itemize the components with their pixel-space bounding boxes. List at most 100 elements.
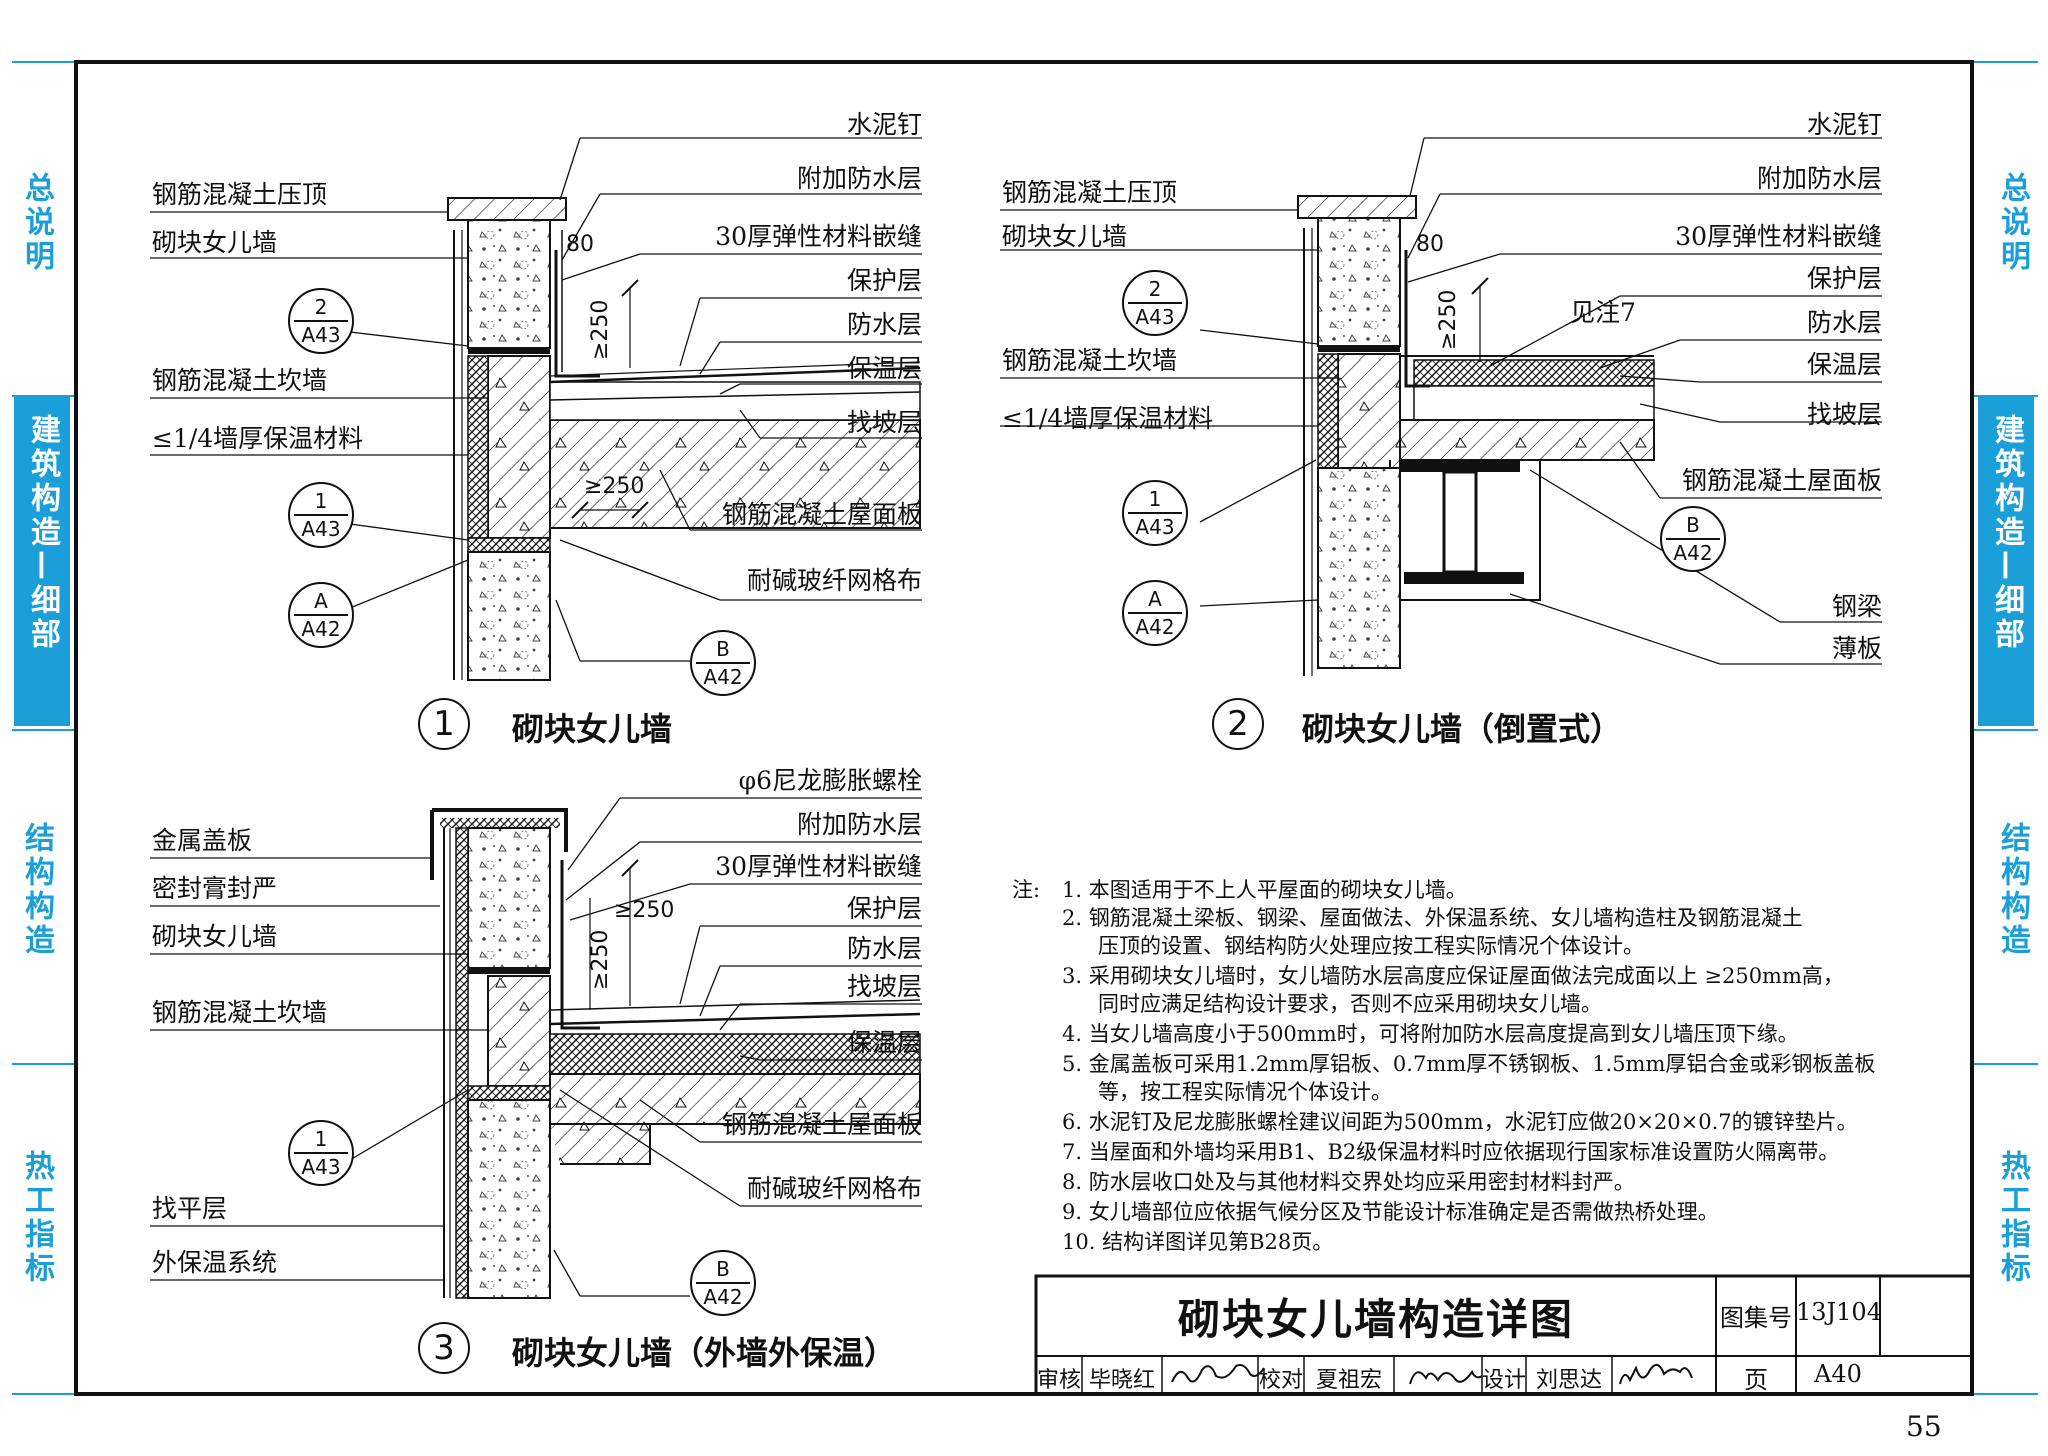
signature-designer [1619,1363,1693,1385]
label: ≤1/4墙厚保温材料 [1002,404,1214,433]
label: 找坡层 [846,408,922,437]
page-label: 页 [1744,1366,1768,1394]
ref-num: A [314,589,328,613]
side-tab-label: 热工指标 [19,1150,54,1286]
side-tab-label: 建筑构造—细部 [1989,414,2024,652]
signature-checker [1409,1370,1483,1385]
note-line: 1. 本图适用于不上人平屋面的砌块女儿墙。 [1062,878,1467,902]
side-tab-right-2[interactable]: 建筑构造—细部 [1978,396,2034,726]
note-line: 同时应满足结构设计要求，否则不应采用砌块女儿墙。 [1098,992,1602,1016]
label: 找坡层 [846,972,922,1001]
detail-3-drawing [430,808,921,1299]
note-reference: 见注7 [1570,298,1636,327]
ref-num: 1 [314,1127,328,1151]
label: 附加防水层 [796,164,922,193]
label: 30厚弹性材料嵌缝 [1675,222,1882,251]
ref-sheet: A42 [703,665,743,689]
label: 防水层 [846,310,922,339]
ref-sheet: A42 [301,617,341,641]
label: 钢筋混凝土压顶 [1002,178,1178,207]
label: 钢筋混凝土屋面板 [721,500,922,529]
note-line: 4. 当女儿墙高度小于500mm时，可将附加防水层高度提高到女儿墙压顶下缘。 [1062,1022,1799,1046]
side-tab-left-4[interactable]: 热工指标 [8,1150,64,1310]
note-line: 6. 水泥钉及尼龙膨胀螺栓建议间距为500mm，水泥钉应做20×20×0.7的镀… [1062,1110,1858,1134]
ref-sheet: A43 [1135,515,1175,539]
label: 附加防水层 [796,810,922,839]
ref-sheet: A43 [301,517,341,541]
dimension: 80 [566,232,594,257]
label: 薄板 [1831,634,1882,663]
signature-reviewer [1171,1364,1265,1383]
detail-ref-bubble[interactable]: A A42 [288,582,354,648]
label: 保护层 [846,266,922,295]
label: 水泥钉 [1806,110,1882,139]
designer-name: 刘思达 [1535,1368,1602,1393]
label: 砌块女儿墙 [1002,222,1128,251]
detail-1-drawing [447,197,921,681]
label: 砌块女儿墙 [152,922,278,951]
ref-sheet: A43 [1135,305,1175,329]
label: 密封膏封严 [152,874,278,903]
label: 30厚弹性材料嵌缝 [715,852,922,881]
detail-title: 砌块女儿墙 [512,710,673,748]
reviewer-name: 毕晓红 [1088,1368,1155,1393]
side-tab-right-1[interactable]: 总说明 [1984,172,2040,292]
note-line: 2. 钢筋混凝土梁板、钢梁、屋面做法、外保温系统、女儿墙构造柱及钢筋混凝土 [1062,906,1803,930]
side-tab-right-3[interactable]: 结构构造 [1984,822,2040,982]
drawing-title: 砌块女儿墙构造详图 [1177,1295,1574,1344]
ref-num: A [1148,587,1162,611]
note-line: 5. 金属盖板可采用1.2mm厚铝板、0.7mm厚不锈钢板、1.5mm厚铝合金或… [1062,1052,1876,1076]
note-line: 压顶的设置、钢结构防火处理应按工程实际情况个体设计。 [1098,934,1644,958]
label: 保护层 [846,894,922,923]
ref-sheet: A43 [301,1155,341,1179]
label: ≤1/4墙厚保温材料 [152,424,364,453]
side-tab-label: 热工指标 [1995,1150,2030,1286]
side-tab-left-1[interactable]: 总说明 [8,172,64,292]
label: 附加防水层 [1756,164,1882,193]
side-tab-label: 建筑构造—细部 [25,414,60,652]
label: 钢筋混凝土坎墙 [152,998,328,1027]
detail-1-leaders [150,137,922,662]
note-line: 8. 防水层收口处及与其他材料交界处均应采用密封材料封严。 [1062,1170,1635,1194]
label: 保温层 [846,354,922,383]
design-label: 设计 [1482,1368,1527,1393]
label: 钢筋混凝土压顶 [152,180,328,209]
checker-name: 夏祖宏 [1315,1368,1382,1393]
label: 钢梁 [1831,592,1882,621]
dimension: ≥250 [584,474,645,499]
ref-sheet: A42 [703,1285,743,1309]
side-tab-left-2[interactable]: 建筑构造—细部 [14,396,70,726]
ref-num: B [1686,513,1700,537]
label: 砌块女儿墙 [152,228,278,257]
review-label: 审核 [1036,1368,1081,1393]
label: φ6尼龙膨胀螺栓 [738,766,922,795]
side-tab-label: 结构构造 [1995,822,2030,958]
label: 保护层 [1806,264,1882,293]
side-tab-right-4[interactable]: 热工指标 [1984,1150,2040,1310]
note-line: 7. 当屋面和外墙均采用B1、B2级保温材料时应依据现行国家标准设置防火隔离带。 [1062,1140,1840,1164]
dimension: 80 [1416,232,1444,257]
detail-number: 2 [1212,698,1264,750]
label: 防水层 [1806,308,1882,337]
page-code: A40 [1814,1360,1862,1388]
detail-2-leaders [1000,137,1882,665]
label: 耐碱玻纤网格布 [746,566,922,595]
ref-num: 2 [314,295,328,319]
detail-2-drawing [1297,195,1655,676]
ref-num: 1 [1148,487,1162,511]
detail-title: 砌块女儿墙（倒置式） [1302,710,1623,748]
ref-sheet: A43 [301,323,341,347]
label: 外保温系统 [152,1248,278,1277]
side-tab-left-3[interactable]: 结构构造 [8,822,64,982]
label: 耐碱玻纤网格布 [746,1174,922,1203]
